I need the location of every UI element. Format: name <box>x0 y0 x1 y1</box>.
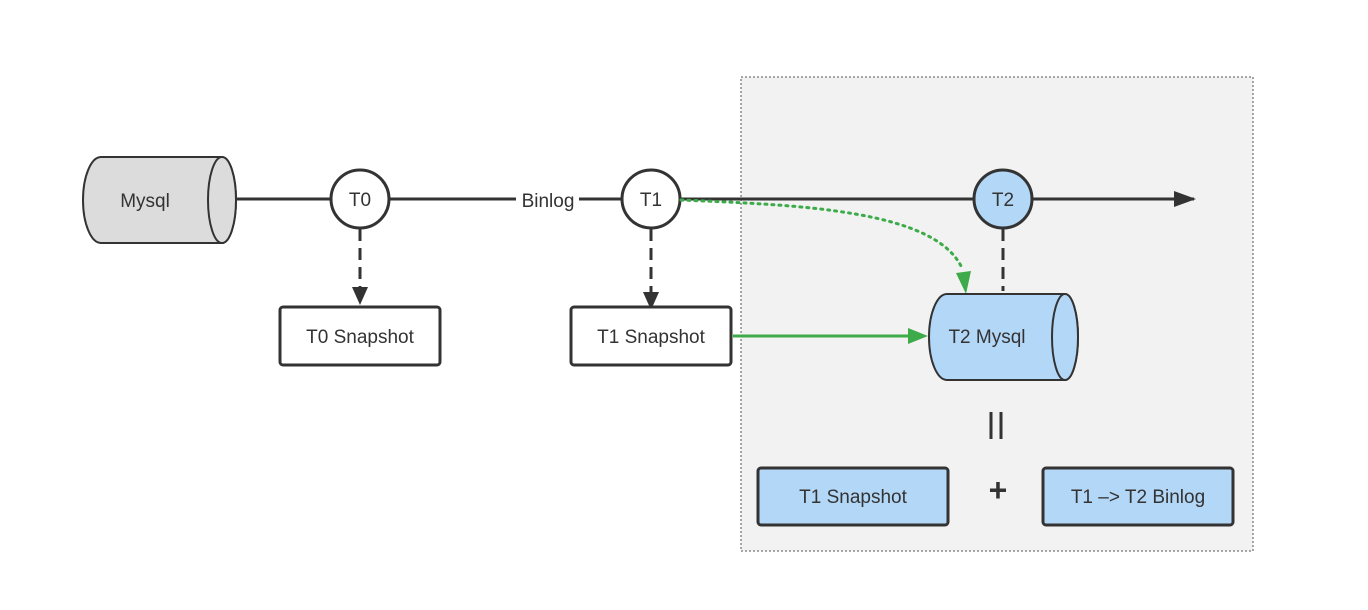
green-binlog-curve <box>679 198 964 270</box>
panel-t1-snapshot-label: T1 Snapshot <box>799 487 907 508</box>
t1-label: T1 <box>640 190 662 211</box>
timeline-arrowhead <box>1174 191 1196 207</box>
t1-snapshot-label: T1 Snapshot <box>597 327 705 348</box>
t2-mysql-database: T2 Mysql <box>928 293 1079 381</box>
t2-node <box>972 168 1034 230</box>
binlog-label: Binlog <box>522 191 575 212</box>
t0-snapshot-box <box>278 305 442 367</box>
t2-mysql-label: T2 Mysql <box>948 327 1025 348</box>
panel-binlog-label: T1 –> T2 Binlog <box>1071 487 1205 508</box>
t0-node <box>329 168 391 230</box>
panel-t1-snapshot-box <box>756 466 950 527</box>
equals-sign: || <box>989 412 1003 439</box>
plus-sign: + <box>989 472 1008 508</box>
t0-label: T0 <box>349 190 371 211</box>
green-snapshot-arrowhead <box>908 328 928 344</box>
t2-label: T2 <box>992 190 1014 211</box>
mysql-database: Mysql <box>82 156 237 244</box>
mysql-label: Mysql <box>120 191 170 212</box>
t1-dashed-arrowhead <box>643 292 659 310</box>
panel-binlog-box <box>1041 466 1235 527</box>
t0-snapshot-label: T0 Snapshot <box>306 327 414 348</box>
green-binlog-arrowhead <box>956 271 971 294</box>
t0-dashed-arrowhead <box>352 287 368 305</box>
t1-snapshot-box <box>569 305 733 367</box>
